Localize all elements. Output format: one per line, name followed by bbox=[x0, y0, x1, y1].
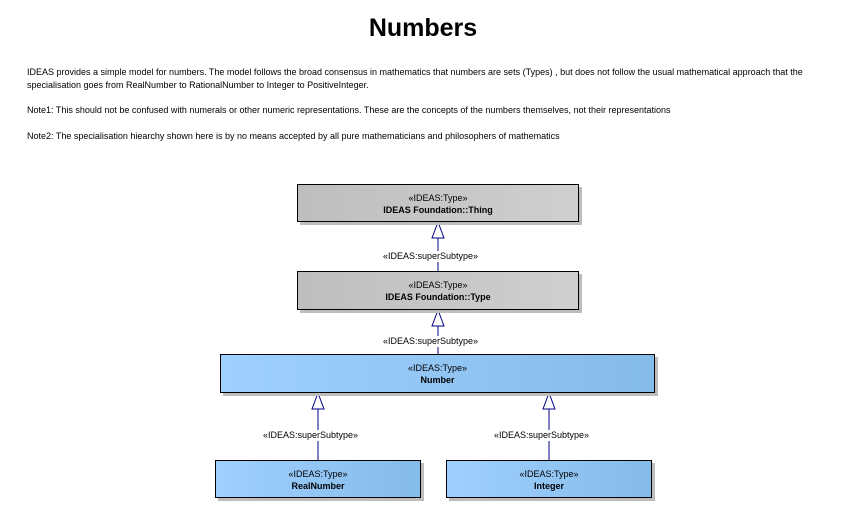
type-stereotype: «IDEAS:Type» bbox=[408, 280, 468, 290]
class-box-number[interactable]: «IDEAS:Type» Number bbox=[220, 354, 655, 393]
note-1: Note1: This should not be confused with … bbox=[27, 105, 671, 115]
link-label-type-thing: «IDEAS:superSubtype» bbox=[383, 251, 479, 262]
link-label-number-type: «IDEAS:superSubtype» bbox=[383, 336, 479, 347]
class-box-realnumber[interactable]: «IDEAS:Type» RealNumber bbox=[215, 460, 421, 498]
integer-stereotype: «IDEAS:Type» bbox=[519, 469, 579, 479]
class-box-thing[interactable]: «IDEAS:Type» IDEAS Foundation::Thing bbox=[297, 184, 579, 222]
arrowhead-type bbox=[431, 308, 445, 327]
type-name: IDEAS Foundation::Type bbox=[385, 292, 491, 302]
integer-name: Integer bbox=[533, 481, 564, 491]
note-2: Note2: The specialisation hiearchy shown… bbox=[27, 131, 560, 141]
number-name: Number bbox=[420, 375, 455, 385]
realnumber-stereotype: «IDEAS:Type» bbox=[288, 469, 348, 479]
realnumber-name: RealNumber bbox=[291, 481, 345, 491]
link-label-real-number: «IDEAS:superSubtype» bbox=[263, 430, 359, 441]
thing-name: IDEAS Foundation::Thing bbox=[383, 205, 493, 215]
class-box-type[interactable]: «IDEAS:Type» IDEAS Foundation::Type bbox=[297, 271, 579, 310]
page-title: Numbers bbox=[368, 14, 478, 42]
link-label-integer-number: «IDEAS:superSubtype» bbox=[494, 430, 590, 441]
arrowhead-thing bbox=[431, 220, 445, 239]
arrowhead-number-right bbox=[542, 391, 556, 410]
thing-stereotype: «IDEAS:Type» bbox=[408, 193, 468, 203]
class-box-integer[interactable]: «IDEAS:Type» Integer bbox=[446, 460, 652, 498]
number-stereotype: «IDEAS:Type» bbox=[407, 363, 468, 373]
arrowhead-number-left bbox=[311, 391, 325, 410]
intro-note: IDEAS provides a simple model for number… bbox=[27, 67, 803, 90]
